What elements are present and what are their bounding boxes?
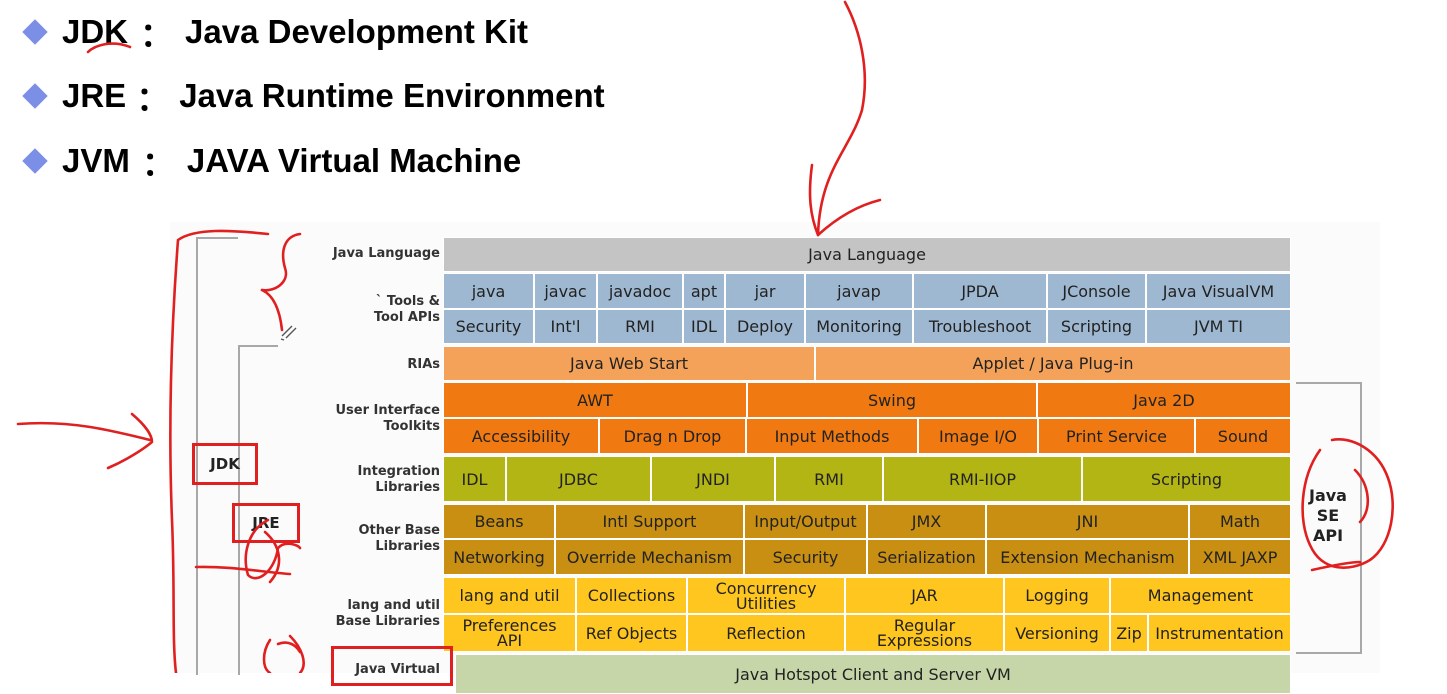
lang-util-cell: Regular Expressions (845, 614, 1004, 652)
tool-cell: JConsole (1047, 273, 1146, 309)
other-base-cell: JNI (986, 504, 1189, 539)
tool-cell: Troubleshoot (913, 309, 1047, 344)
tool-cell: javap (805, 273, 913, 309)
ria-cell: Java Web Start (443, 346, 815, 381)
bullet-jvm: JVM ： JAVA Virtual Machine (22, 137, 522, 185)
ui-cell: Accessibility (443, 418, 599, 454)
other-base-cell: JMX (867, 504, 986, 539)
lang-util-cell: lang and util (443, 577, 576, 614)
other-base-cell: Beans (443, 504, 555, 539)
other-base-cell: XML JAXP (1189, 539, 1291, 575)
api-bracket (1296, 382, 1362, 654)
lang-util-cell: Logging (1004, 577, 1110, 614)
tool-cell: Java VisualVM (1146, 273, 1291, 309)
tool-cell: JPDA (913, 273, 1047, 309)
integration-cell: IDL (443, 456, 506, 502)
label-rias: RIAs (407, 357, 440, 372)
ui-cell: Image I/O (918, 418, 1038, 454)
tool-cell: IDL (683, 309, 725, 344)
other-base-cell: Networking (443, 539, 555, 575)
lang-util-cell: Versioning (1004, 614, 1110, 652)
java-se-api-label: Java SE API (1309, 486, 1347, 545)
lang-util-cell: Management (1110, 577, 1291, 614)
ria-cell: Applet / Java Plug-in (815, 346, 1291, 381)
other-base-cell: Override Mechanism (555, 539, 744, 575)
label-lang-util: lang and util Base Libraries (335, 598, 440, 629)
bullet-jdk: JDK ： Java Development Kit (22, 8, 528, 56)
other-base-cell: Security (744, 539, 867, 575)
other-base-cell: Intl Support (555, 504, 744, 539)
ui-cell: Print Service (1038, 418, 1195, 454)
label-other-base: Other Base Libraries (358, 523, 440, 554)
other-base-cell: Extension Mechanism (986, 539, 1189, 575)
lang-util-cell: JAR (845, 577, 1004, 614)
tool-cell: java (443, 273, 534, 309)
jre-bracket (238, 345, 278, 675)
ui-cell: Input Methods (746, 418, 918, 454)
integration-cell: RMI-IIOP (883, 456, 1082, 502)
lang-util-cell: Reflection (687, 614, 845, 652)
tool-cell: Monitoring (805, 309, 913, 344)
tool-cell: javac (534, 273, 597, 309)
ui-cell: Sound (1195, 418, 1291, 454)
tool-cell: apt (683, 273, 725, 309)
ui-cell: Drag n Drop (599, 418, 746, 454)
tool-cell: Security (443, 309, 534, 344)
bullet-separator: ： (141, 145, 175, 182)
lang-util-cell: Instrumentation (1148, 614, 1291, 652)
lang-util-cell: Preferences API (443, 614, 576, 652)
handwritten-annotations (16, 0, 1394, 673)
tool-cell: Deploy (725, 309, 805, 344)
label-integration: Integration Libraries (357, 464, 440, 495)
tool-cell: Int'l (534, 309, 597, 344)
tool-cell: jar (725, 273, 805, 309)
integration-cell: Scripting (1082, 456, 1291, 502)
ui-cell: Java 2D (1037, 382, 1291, 418)
bullet-separator: ： (140, 16, 174, 53)
lang-util-cell: Ref Objects (576, 614, 687, 652)
bullet-abbr: JVM (62, 142, 130, 179)
tool-cell: Scripting (1047, 309, 1146, 344)
tool-cell: javadoc (597, 273, 683, 309)
label-ui-toolkits: User Interface Toolkits (335, 403, 440, 434)
label-java-language: Java Language (332, 246, 440, 261)
other-base-cell: Math (1189, 504, 1291, 539)
bullet-fullname: Java Development Kit (185, 13, 528, 50)
tool-cell: JVM TI (1146, 309, 1291, 344)
ui-cell: Swing (747, 382, 1037, 418)
jdk-box: JDK (192, 443, 258, 485)
ui-cell: AWT (443, 382, 747, 418)
bullet-fullname: Java Runtime Environment (179, 77, 605, 114)
lang-util-cell: Zip (1110, 614, 1148, 652)
tool-cell: RMI (597, 309, 683, 344)
bullet-abbr: JRE (62, 77, 127, 114)
bullet-fullname: JAVA Virtual Machine (186, 142, 522, 179)
java-language-cell: Java Language (443, 237, 1291, 272)
jdk-bracket (196, 237, 238, 675)
integration-cell: RMI (775, 456, 883, 502)
integration-cell: JNDI (651, 456, 775, 502)
lang-util-cell: Concurrency Utilities (687, 577, 845, 614)
other-base-cell: Serialization (867, 539, 986, 575)
lang-util-cell: Collections (576, 577, 687, 614)
bullet-separator: ： (136, 80, 170, 117)
other-base-cell: Input/Output (744, 504, 867, 539)
integration-cell: JDBC (506, 456, 651, 502)
label-tools: ` Tools & Tool APIs (373, 294, 440, 325)
bullet-jre: JRE ： Java Runtime Environment (22, 72, 605, 120)
